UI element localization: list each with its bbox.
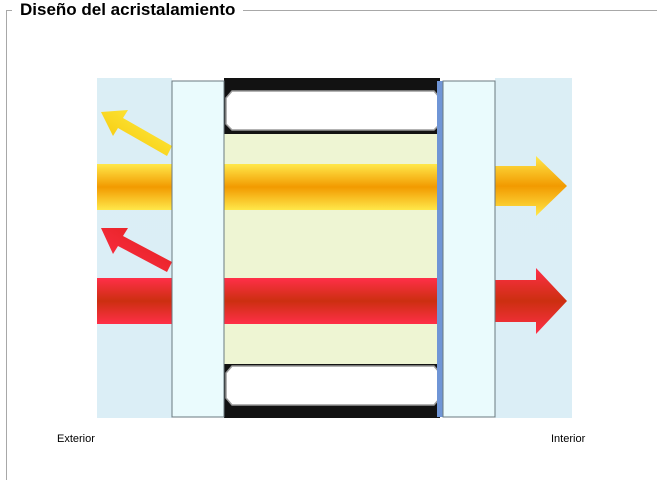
- interior-label: Interior: [551, 433, 586, 445]
- solar-reflection-arrow: [101, 110, 172, 156]
- solar-ray-through: [224, 164, 440, 210]
- low-e-coating: [437, 81, 443, 417]
- heat-ray-through: [224, 278, 440, 324]
- heat-ray-out-arrow: [495, 268, 567, 334]
- interior-air-zone: [495, 78, 572, 418]
- glazing-diagram: [97, 78, 572, 418]
- outer-glass-pane: [171, 80, 225, 418]
- inner-glass-pane: [442, 80, 496, 418]
- group-title: Diseño del acristalamiento: [12, 0, 244, 20]
- solar-ray-out-arrow: [495, 156, 567, 216]
- exterior-label: Exterior: [57, 433, 95, 445]
- top-spacer: [225, 90, 441, 131]
- bottom-spacer: [225, 365, 441, 406]
- heat-ray-in: [97, 278, 172, 324]
- glazing-design-group: [6, 10, 657, 480]
- solar-ray-in: [97, 164, 172, 210]
- heat-reflection-arrow: [101, 228, 172, 272]
